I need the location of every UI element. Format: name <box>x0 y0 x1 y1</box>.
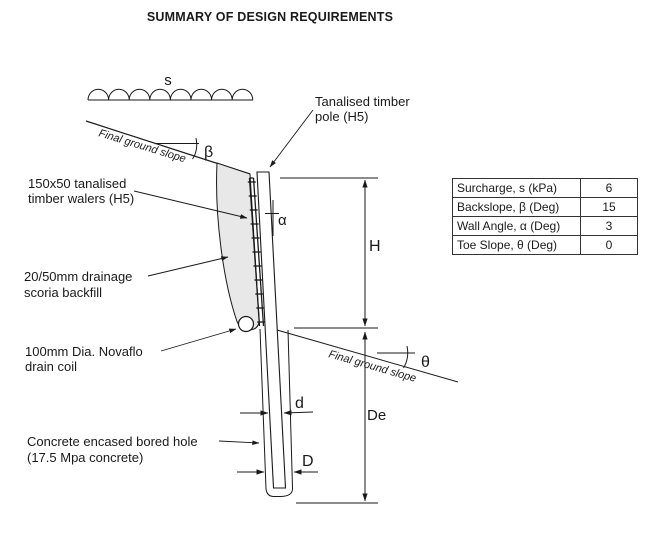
alpha-angle-annotation <box>265 200 279 236</box>
theta-angle-label: θ <box>421 354 430 371</box>
param-value: 0 <box>605 238 613 252</box>
scoria-backfill-shape <box>216 162 260 331</box>
page-title: SUMMARY OF DESIGN REQUIREMENTS <box>146 10 394 24</box>
param-name: Toe Slope, θ (Deg) <box>453 236 581 254</box>
walers-callout-line1: 150x50 tanalised <box>28 176 126 191</box>
param-name: Backslope, β (Deg) <box>453 198 581 216</box>
dimension-d <box>240 410 314 416</box>
dimension-De <box>296 331 378 504</box>
callout-labels: Tanalised timber pole (H5) 150x50 tanali… <box>24 94 410 465</box>
bore-width-dim-label: D <box>302 453 314 470</box>
table-row: Wall Angle, α (Deg) 3 <box>453 217 637 236</box>
bore-leader-arrow <box>218 440 260 446</box>
dimension-H <box>280 177 378 329</box>
param-name: Wall Angle, α (Deg) <box>453 217 581 235</box>
pole-callout-line2: pole (H5) <box>315 109 368 124</box>
walers-callout-line2: timber walers (H5) <box>28 191 134 206</box>
pole-width-dim-label: d <box>295 395 304 412</box>
theta-angle-annotation <box>377 345 415 369</box>
table-row: Backslope, β (Deg) 15 <box>453 198 637 217</box>
concrete-casing-shape <box>259 328 294 497</box>
surcharge-symbol <box>87 88 254 101</box>
scoria-callout-line2: scoria backfill <box>24 285 102 300</box>
walers-leader-arrow <box>133 190 248 219</box>
drain-callout-line2: drain coil <box>25 359 77 374</box>
design-parameters-table: Surcharge, s (kPa) 6 Backslope, β (Deg) … <box>452 178 638 255</box>
pole-leader-arrow <box>269 109 314 168</box>
embedment-dim-label: De <box>367 407 386 424</box>
backslope-ground-label: Final ground slope <box>97 127 187 165</box>
table-row: Toe Slope, θ (Deg) 0 <box>453 236 637 254</box>
scoria-leader-arrow <box>147 256 229 277</box>
bore-callout-line1: Concrete encased bored hole <box>27 434 198 449</box>
timber-pole-shape <box>256 171 287 489</box>
timber-walers-ladder <box>247 177 266 327</box>
param-name: Surcharge, s (kPa) <box>453 179 581 197</box>
surcharge-letter: s <box>164 72 172 89</box>
scoria-callout-line1: 20/50mm drainage <box>24 269 132 284</box>
toe-slope-ground-line <box>276 329 459 383</box>
alpha-angle-label: α <box>278 212 287 229</box>
table-row: Surcharge, s (kPa) 6 <box>453 179 637 198</box>
height-dim-label: H <box>369 238 381 255</box>
param-value: 6 <box>605 181 613 195</box>
param-value: 3 <box>605 219 613 233</box>
bore-callout-line2: (17.5 Mpa concrete) <box>27 450 143 465</box>
beta-angle-label: β <box>204 144 213 161</box>
pole-callout-line1: Tanalised timber <box>315 94 410 109</box>
drain-leader-arrow <box>160 328 237 352</box>
beta-angle-annotation <box>156 137 199 160</box>
callout-leaders <box>133 109 314 446</box>
drain-callout-line1: 100mm Dia. Novaflo <box>25 344 143 359</box>
drain-coil-circle <box>237 315 255 333</box>
param-value: 15 <box>602 200 616 214</box>
